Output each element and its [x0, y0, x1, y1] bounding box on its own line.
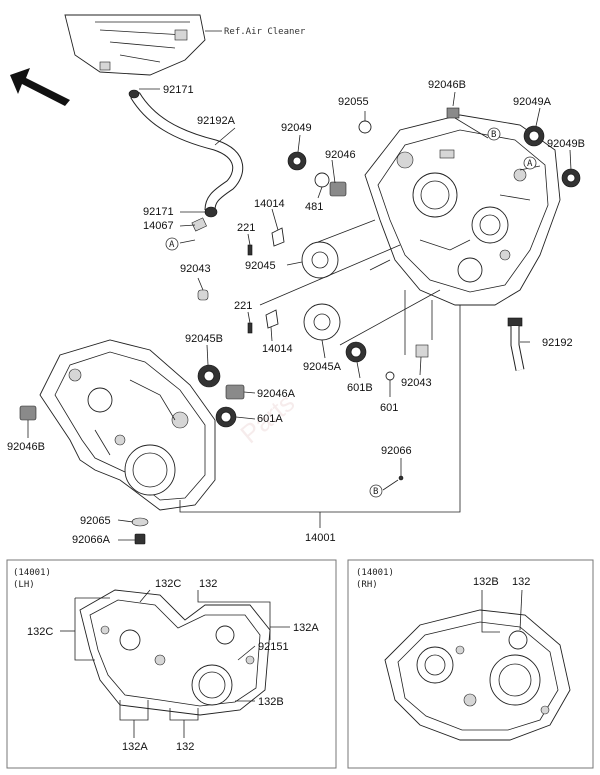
- lh-label-132a-bottom: 132A: [122, 741, 148, 753]
- label-481: 481: [305, 201, 323, 213]
- lh-code: (14001): [13, 568, 51, 578]
- marker-b-top: B: [491, 130, 496, 140]
- label-92045: 92045: [245, 260, 276, 272]
- marker-a-left: A: [169, 240, 175, 250]
- lh-label-132c-top: 132C: [155, 578, 181, 590]
- label-92045b: 92045B: [185, 333, 223, 345]
- crankcase-rh-half: [364, 114, 561, 306]
- label-601b: 601B: [347, 382, 373, 394]
- label-92049b: 92049B: [547, 138, 585, 150]
- label-14014-mid: 14014: [262, 343, 293, 355]
- label-221-mid: 221: [234, 300, 252, 312]
- lh-detail-box: (14001) (LH) 132C 132 132C 132A 92151 13…: [6, 559, 337, 769]
- lh-label-132-bottom: 132: [176, 741, 194, 753]
- label-92049a: 92049A: [513, 96, 552, 108]
- marker-b-bottom: B: [373, 487, 378, 497]
- lh-side: (LH): [13, 580, 35, 590]
- label-92171-mid: 92171: [143, 206, 174, 218]
- parts: [19, 107, 581, 545]
- label-221-top: 221: [237, 222, 255, 234]
- rh-label-132b: 132B: [473, 576, 499, 588]
- front-direction-arrow-icon: [10, 68, 70, 106]
- lh-label-92151: 92151: [258, 641, 289, 653]
- label-92066: 92066: [381, 445, 412, 457]
- label-92171-top: 92171: [163, 84, 194, 96]
- label-92065: 92065: [80, 515, 111, 527]
- leader-lines: [27, 88, 572, 541]
- small-hose: [507, 317, 525, 371]
- rh-detail-box: (14001) (RH) 132B 132: [347, 559, 594, 769]
- label-92043-left: 92043: [180, 263, 211, 275]
- label-92192: 92192: [542, 337, 573, 349]
- rh-label-132: 132: [512, 576, 530, 588]
- rh-side: (RH): [356, 580, 378, 590]
- label-92046b-left: 92046B: [7, 441, 45, 453]
- crankcase-lh-half: [39, 339, 216, 511]
- label-14067: 14067: [143, 220, 174, 232]
- label-92066a: 92066A: [72, 534, 111, 546]
- rh-code: (14001): [356, 568, 394, 578]
- ref-air-cleaner-label: Ref.Air Cleaner: [224, 27, 306, 37]
- label-92045a: 92045A: [303, 361, 342, 373]
- label-601a: 601A: [257, 413, 283, 425]
- marker-a-right: A: [527, 159, 533, 169]
- label-92043-right: 92043: [401, 377, 432, 389]
- lh-label-132c-left: 132C: [27, 626, 53, 638]
- lh-label-132a-right: 132A: [293, 622, 319, 634]
- label-601: 601: [380, 402, 398, 414]
- label-14001: 14001: [305, 532, 336, 544]
- label-92192a: 92192A: [197, 115, 236, 127]
- label-92046b-top: 92046B: [428, 79, 466, 91]
- label-92046: 92046: [325, 149, 356, 161]
- breather-hose: [128, 89, 244, 232]
- label-92049: 92049: [281, 122, 312, 134]
- air-cleaner-reference: [64, 14, 222, 76]
- lh-label-132b: 132B: [258, 696, 284, 708]
- label-14014-top: 14014: [254, 198, 285, 210]
- label-92046a: 92046A: [257, 388, 296, 400]
- label-92055: 92055: [338, 96, 369, 108]
- reference-markers: A A B B: [165, 127, 537, 498]
- lh-label-132-top: 132: [199, 578, 217, 590]
- callout-labels: 92171 92192A 92055 92046B 92049 92049A 9…: [7, 79, 585, 546]
